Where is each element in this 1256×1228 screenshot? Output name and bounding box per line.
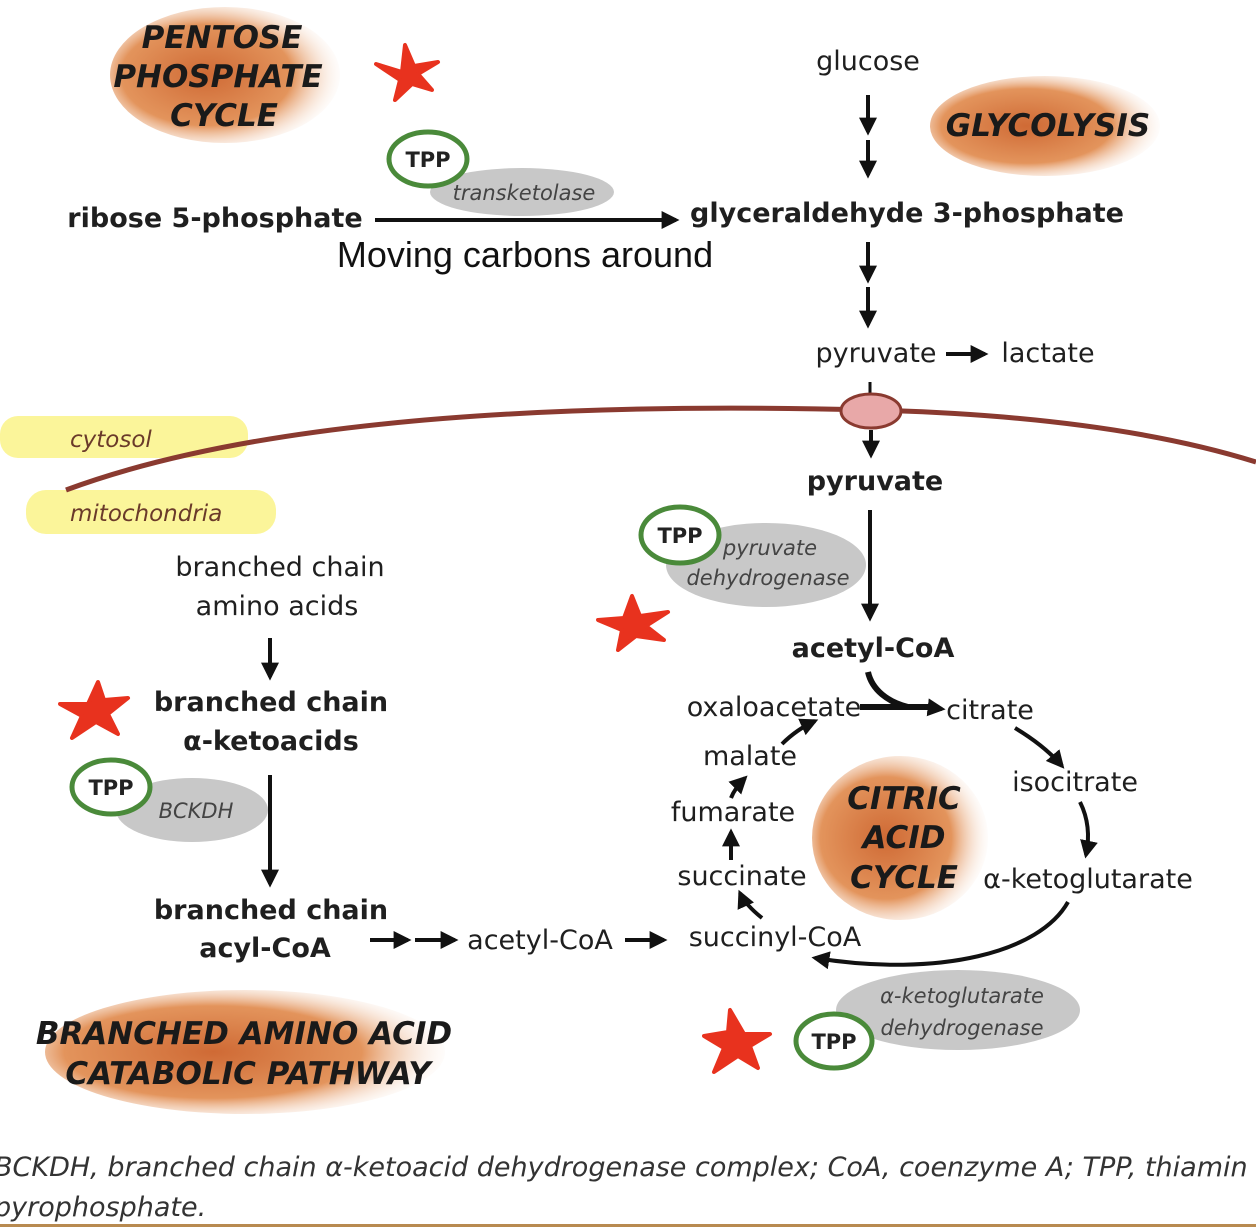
arrow-succinylcoa-succinate	[737, 889, 764, 920]
tpp-cofactor: TPP	[88, 776, 133, 800]
svg-text:CITRIC: CITRIC	[847, 781, 961, 817]
svg-text:BRANCHED AMINO ACID: BRANCHED AMINO ACID	[36, 1016, 452, 1052]
caption-line-1: BCKDH, branched chain α-ketoacid dehydro…	[0, 1152, 1248, 1183]
pentose-phosphate-cycle-label: PENTOSE PHOSPHATE CYCLE	[110, 7, 340, 143]
svg-text:PHOSPHATE: PHOSPHATE	[113, 59, 322, 95]
branched-chain-amino-acids-line2: amino acids	[196, 591, 359, 622]
caption-divider	[0, 1224, 1256, 1227]
ribose-5-phosphate: ribose 5-phosphate	[67, 203, 362, 234]
svg-text:dehydrogenase: dehydrogenase	[880, 1016, 1043, 1040]
figure-caption: BCKDH, branched chain α-ketoacid dehydro…	[0, 1148, 1256, 1228]
svg-text:CYCLE: CYCLE	[170, 98, 278, 134]
svg-text:CATABOLIC PATHWAY: CATABOLIC PATHWAY	[65, 1056, 434, 1092]
branched-chain-acyl-coa-line1: branched chain	[154, 895, 388, 926]
moving-carbons-note: Moving carbons around	[337, 234, 713, 275]
glyceraldehyde-3-phosphate: glyceraldehyde 3-phosphate	[690, 198, 1124, 229]
glucose: glucose	[816, 46, 920, 77]
branched-chain-ketoacids-line1: branched chain	[154, 687, 388, 718]
glycolysis-label: GLYCOLYSIS	[930, 76, 1160, 176]
svg-text:ACID: ACID	[859, 820, 945, 856]
arrow-citrate-isocitrate	[1013, 726, 1065, 769]
red-star-annotation	[58, 680, 130, 740]
red-star-annotation	[596, 594, 670, 652]
pyruvate-cytosol: pyruvate	[815, 338, 936, 369]
citrate: citrate	[946, 695, 1034, 726]
succinate: succinate	[677, 861, 806, 892]
svg-text:BCKDH: BCKDH	[159, 799, 234, 823]
arrow-fumarate-malate	[728, 775, 748, 799]
arrow-akg-succinylcoa	[811, 901, 1070, 970]
mitochondria-highlight	[26, 490, 276, 534]
alpha-ketoglutarate: α-ketoglutarate	[983, 864, 1193, 895]
oxaloacetate: oxaloacetate	[687, 692, 862, 723]
cytosol-highlight	[0, 416, 248, 458]
fumarate: fumarate	[671, 797, 795, 828]
arrow-malate-oxaloacetate	[780, 718, 819, 746]
tpp-cofactor: TPP	[657, 524, 702, 548]
isocitrate: isocitrate	[1012, 767, 1138, 798]
svg-text:dehydrogenase: dehydrogenase	[686, 566, 849, 590]
red-star-annotation	[702, 1008, 772, 1074]
cytosol-label: cytosol	[70, 427, 152, 453]
pyruvate-mitochondria: pyruvate	[807, 466, 944, 497]
svg-text:transketolase: transketolase	[453, 181, 596, 205]
svg-text:CYCLE: CYCLE	[850, 860, 958, 896]
acetyl-coa-main: acetyl-CoA	[792, 633, 955, 664]
tpp-cofactor: TPP	[811, 1030, 856, 1054]
caption-line-2: pyrophosphate.	[0, 1192, 207, 1223]
mitochondrial-pyruvate-carrier	[839, 392, 903, 430]
mitochondrial-membrane	[65, 405, 1256, 493]
svg-text:PENTOSE: PENTOSE	[142, 20, 303, 56]
malate: malate	[703, 741, 797, 772]
transketolase-enzyme: transketolase TPP	[386, 129, 614, 216]
branched-amino-acid-pathway-label: BRANCHED AMINO ACID CATABOLIC PATHWAY	[36, 990, 452, 1114]
tpp-pathway-diagram: PENTOSE PHOSPHATE CYCLE GLYCOLYSIS CITRI…	[0, 7, 1256, 1114]
bckdh-enzyme: BCKDH TPP	[69, 757, 268, 842]
lactate: lactate	[1001, 338, 1094, 369]
succinyl-coa: succinyl-CoA	[689, 922, 862, 953]
branched-chain-amino-acids-line1: branched chain	[175, 552, 384, 583]
red-star-annotation	[374, 43, 440, 102]
svg-text:α-ketoglutarate: α-ketoglutarate	[880, 984, 1044, 1008]
svg-text:GLYCOLYSIS: GLYCOLYSIS	[946, 108, 1150, 144]
alpha-ketoglutarate-dehydrogenase-enzyme: α-ketoglutarate dehydrogenase TPP	[793, 970, 1080, 1071]
citric-acid-cycle-label: CITRIC ACID CYCLE	[812, 756, 988, 920]
mitochondria-label: mitochondria	[70, 501, 222, 527]
pyruvate-dehydrogenase-enzyme: pyruvate dehydrogenase TPP	[638, 504, 866, 607]
arrow-isocitrate-akg	[1078, 801, 1098, 859]
svg-text:pyruvate: pyruvate	[722, 536, 817, 560]
branched-chain-ketoacids-line2: α-ketoacids	[183, 726, 359, 757]
branched-chain-acyl-coa-line2: acyl-CoA	[199, 933, 331, 964]
acetyl-coa-branch: acetyl-CoA	[467, 925, 613, 956]
tpp-cofactor: TPP	[405, 148, 450, 172]
arrow-citrate-head	[924, 698, 946, 717]
arrow-acetylcoa-entry	[865, 671, 909, 710]
